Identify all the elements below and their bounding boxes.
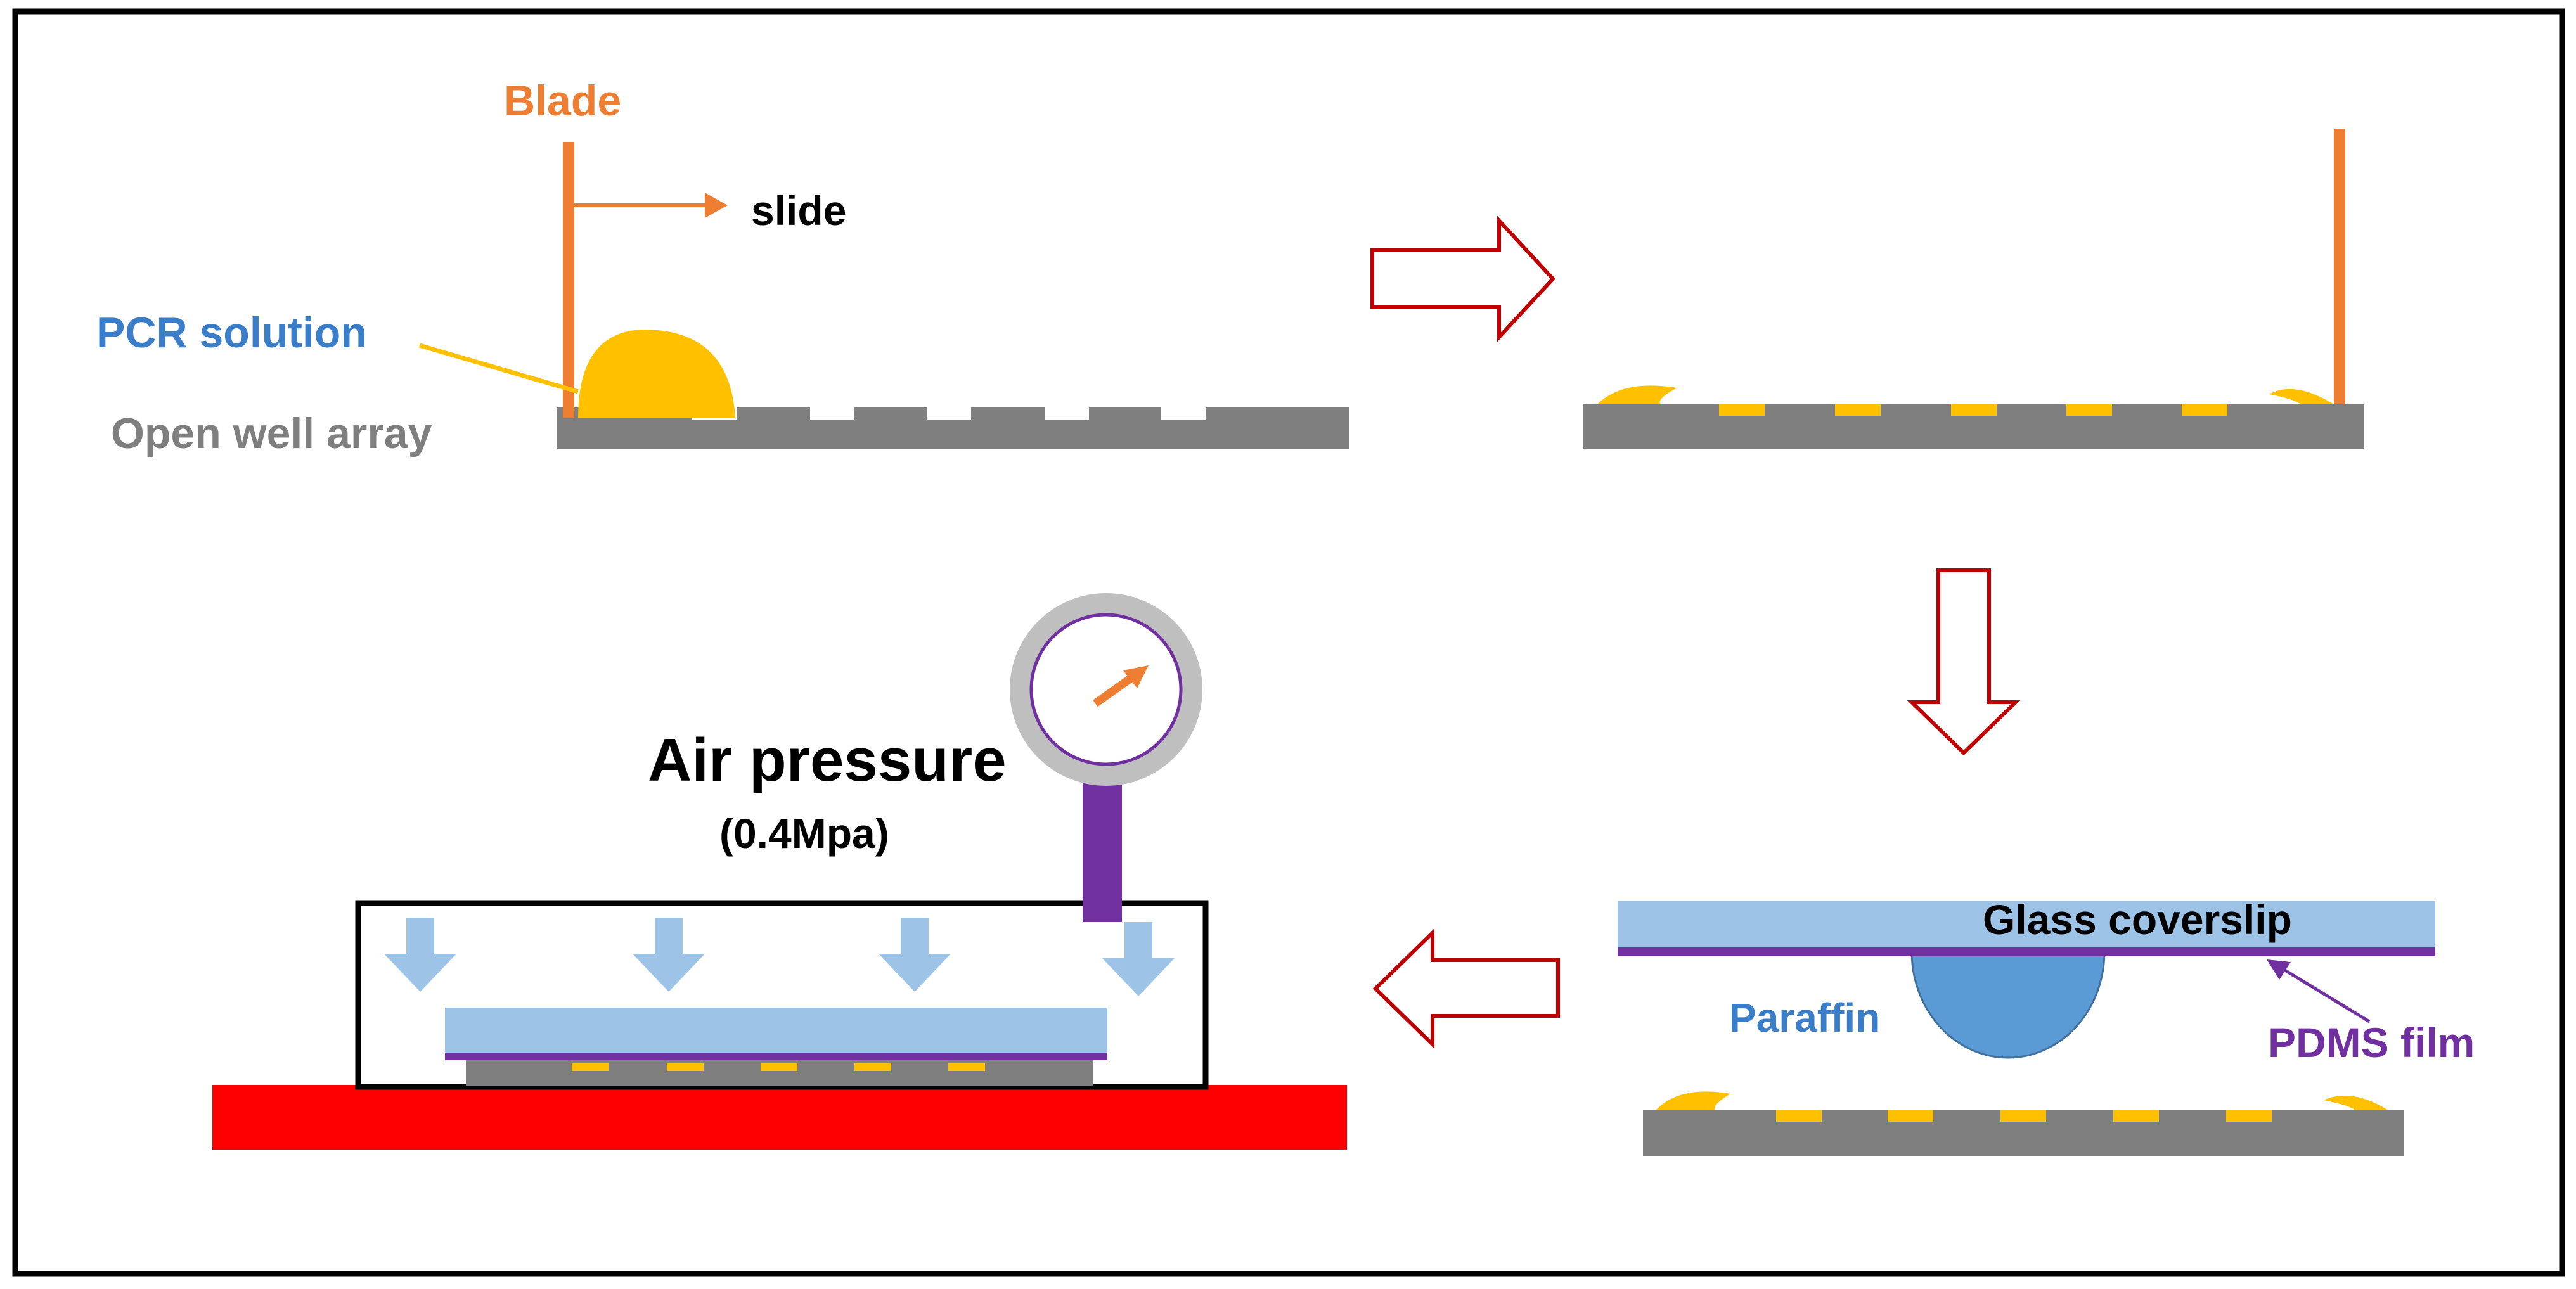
step-arrow-left-icon (1372, 928, 1560, 1049)
paraffin-bead (1910, 951, 2106, 1059)
filled-well (854, 1063, 891, 1071)
filled-well (1835, 404, 1881, 416)
pressure-value-label: (0.4Mpa) (719, 810, 889, 857)
step-4-panel: Air pressure (0.4Mpa) (212, 593, 1347, 1150)
pcr-solution-label: PCR solution (96, 309, 367, 357)
filled-well (2226, 1110, 2272, 1122)
empty-well (1161, 407, 1206, 420)
step-arrow-down-icon (1907, 568, 2021, 756)
air-pressure-label: Air pressure (648, 726, 1007, 794)
filled-wells (1776, 1110, 2272, 1122)
pdms-film-label: PDMS film (2268, 1019, 2475, 1066)
filled-wells (572, 1063, 985, 1071)
empty-well (1045, 407, 1089, 420)
down-arrow-icon (879, 918, 951, 992)
filled-well (2113, 1110, 2159, 1122)
down-arrow-icon (384, 918, 456, 992)
empty-well (810, 407, 854, 420)
pdms-leader-arrow-icon (2267, 959, 2371, 1023)
outer-frame (12, 8, 2565, 1277)
slide-arrow-icon (574, 193, 728, 218)
open-well-array-label: Open well array (111, 409, 432, 458)
pdms-film (445, 1053, 1107, 1060)
filled-well (2182, 404, 2227, 416)
slide-label: slide (751, 187, 846, 234)
filled-well (1719, 404, 1765, 416)
step-1-panel: Blade slide PCR solution Open well array (96, 77, 1349, 458)
down-arrow-icon (633, 918, 705, 992)
gauge-stem (1083, 773, 1122, 922)
empty-well (927, 407, 971, 420)
filled-well (572, 1063, 609, 1071)
blade-label: Blade (504, 77, 621, 125)
blade (2334, 129, 2345, 404)
pressure-chamber (355, 900, 1209, 1090)
step-2-panel (1583, 129, 2364, 449)
residual-droplet-left (1656, 1091, 1730, 1110)
filled-well (1888, 1110, 1933, 1122)
down-arrow-icon (1102, 922, 1175, 996)
step-3-panel: Glass coverslip Paraffin PDMS film (1618, 896, 2475, 1156)
glass-coverslip-label: Glass coverslip (1983, 896, 2292, 943)
filled-well (667, 1063, 704, 1071)
paraffin-label: Paraffin (1729, 995, 1880, 1041)
residual-droplet-right (2269, 388, 2334, 404)
filled-wells (1719, 404, 2227, 416)
filled-well (1951, 404, 1997, 416)
pcr-droplet (578, 329, 735, 418)
filled-well (761, 1063, 797, 1071)
residual-droplet-right (2324, 1095, 2388, 1110)
pressure-arrows (384, 918, 1175, 996)
blade (563, 142, 574, 418)
glass-coverslip (1618, 901, 2435, 952)
filled-well (1776, 1110, 1822, 1122)
pcr-leader-line (419, 343, 579, 394)
step-arrow-right-icon (1370, 215, 1556, 342)
glass-coverslip (445, 1008, 1107, 1056)
heater-plate (212, 1085, 1347, 1150)
pdms-film (1618, 947, 2435, 956)
pressure-gauge-icon (1010, 593, 1202, 786)
filled-well (2066, 404, 2112, 416)
residual-droplet-left (1597, 385, 1677, 404)
filled-well (2000, 1110, 2046, 1122)
filled-well (948, 1063, 985, 1071)
